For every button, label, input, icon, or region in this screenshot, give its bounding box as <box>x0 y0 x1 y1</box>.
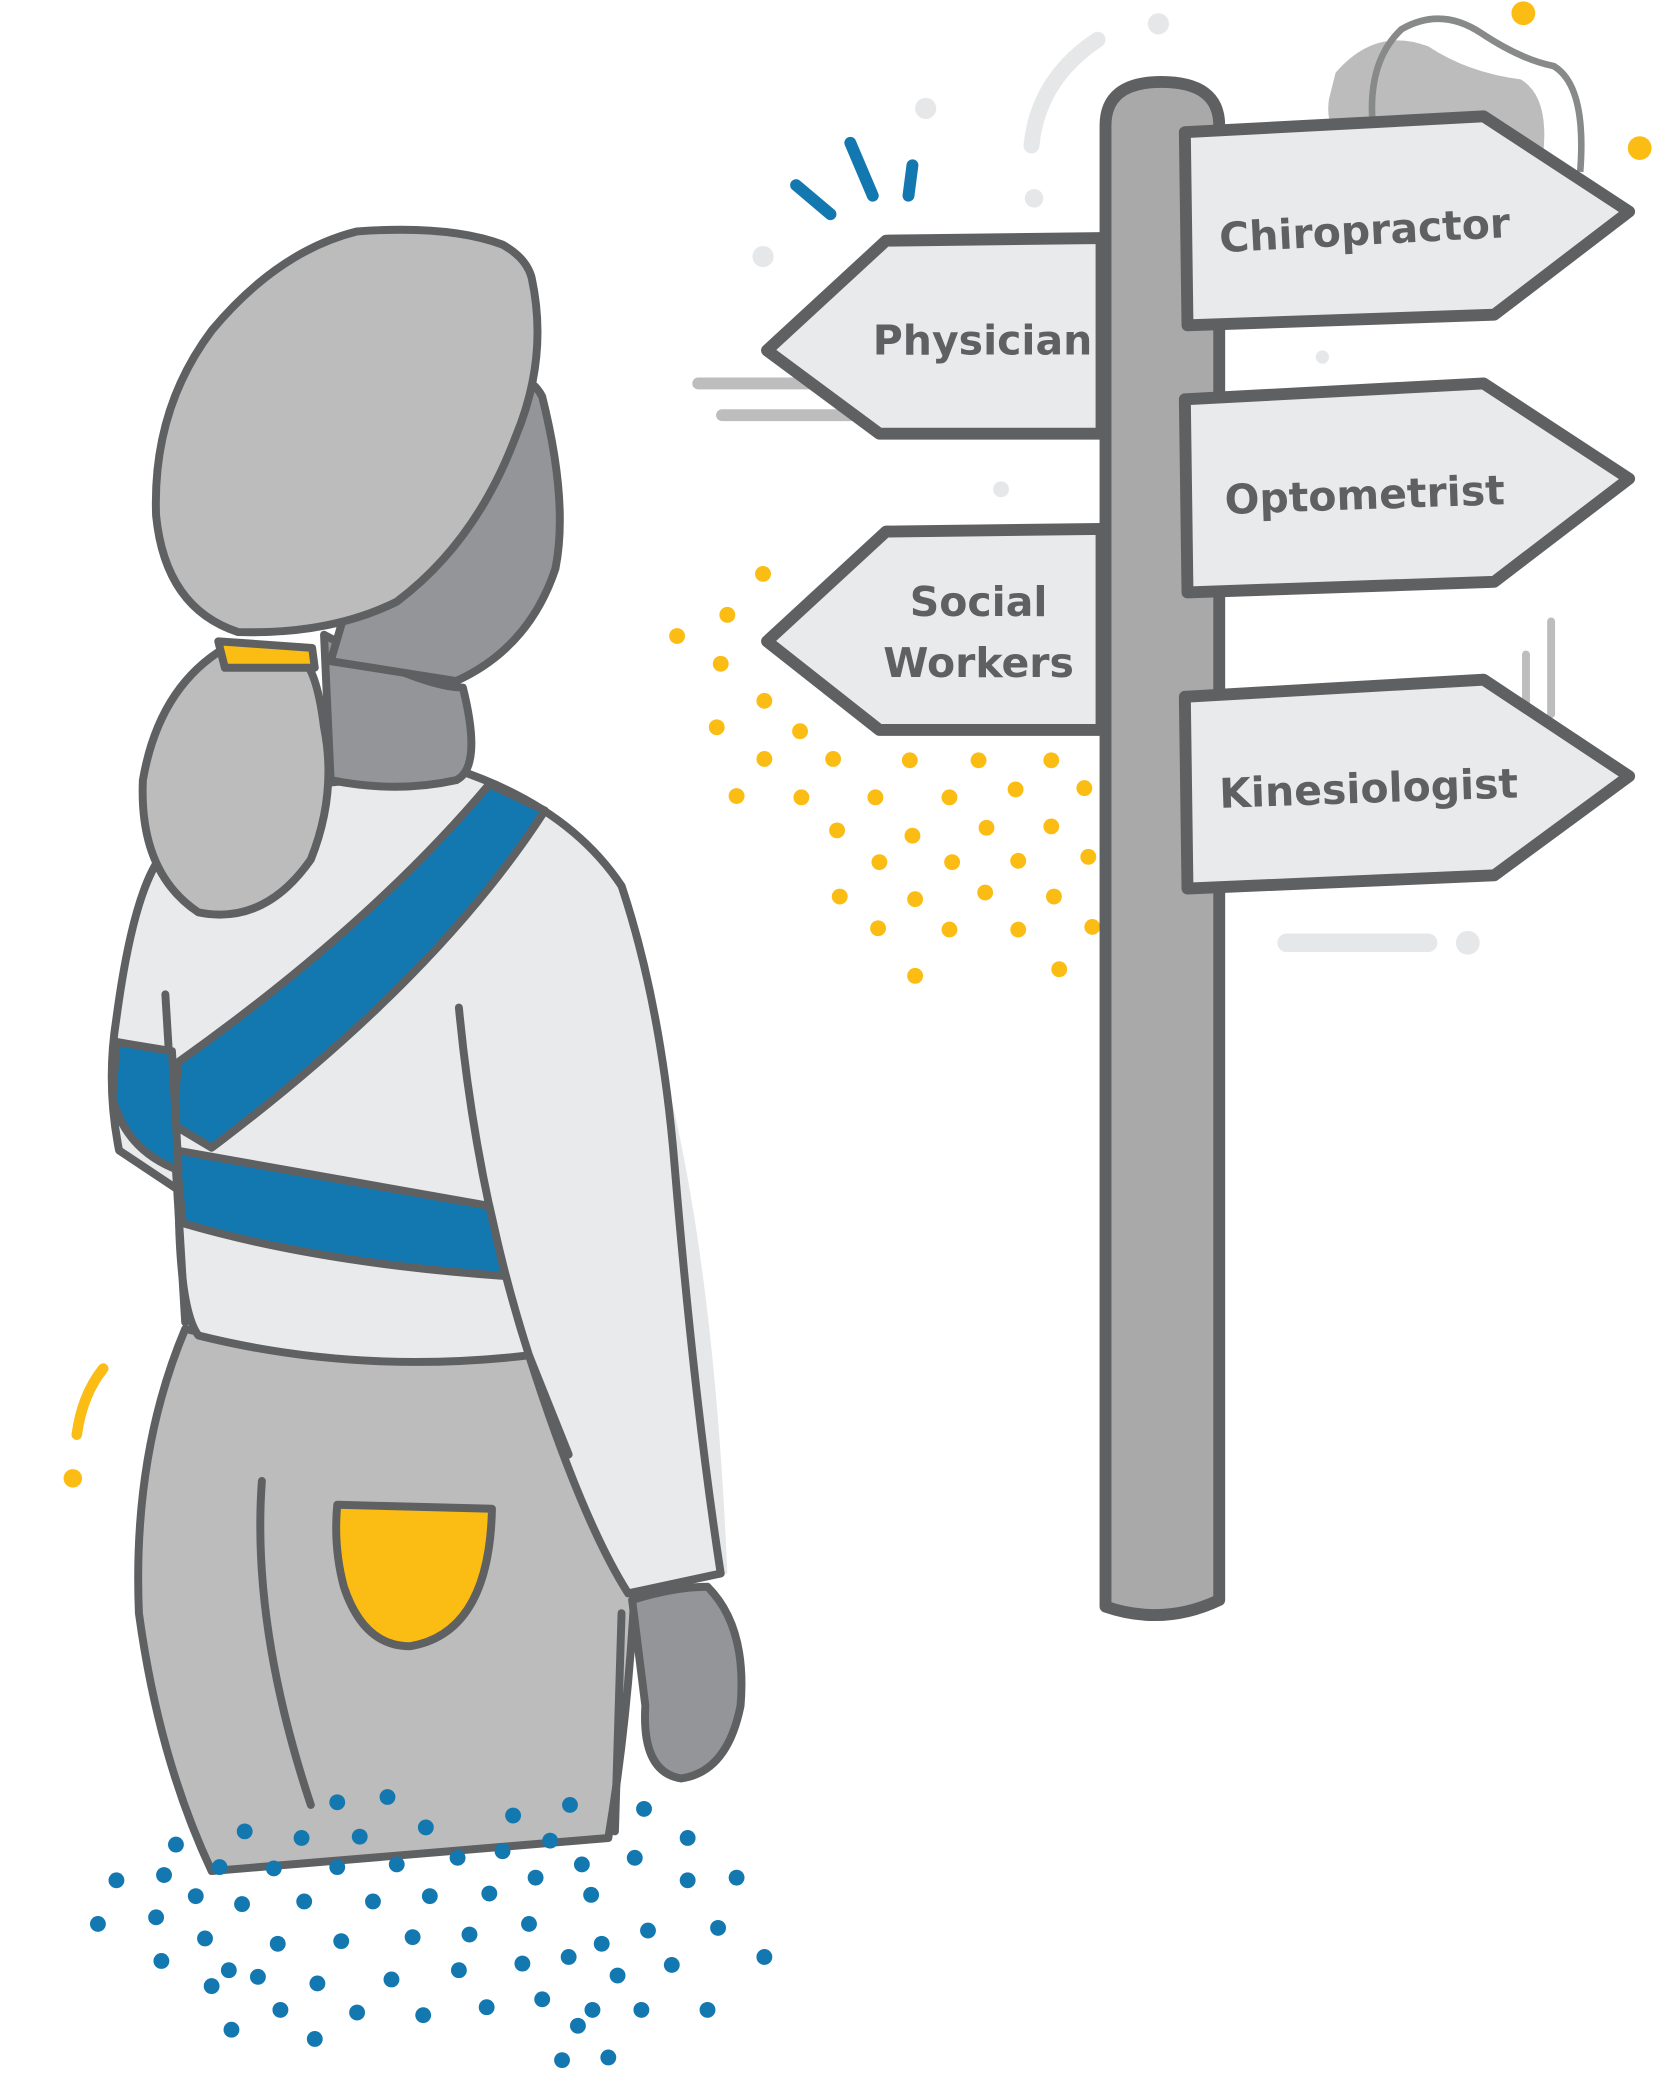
sign-label-optometrist: Optometrist <box>1224 466 1506 524</box>
person <box>107 225 746 1876</box>
deco-dot <box>1147 13 1169 35</box>
bag-strap-side <box>108 1037 183 1175</box>
back-pocket <box>332 1500 496 1651</box>
yellow-dot <box>1511 1 1536 26</box>
hand <box>628 1582 746 1783</box>
sign-physician: Physician <box>761 232 1108 440</box>
sign-label-social: Social <box>910 578 1048 626</box>
deco-dot <box>993 481 1009 498</box>
deco-blob-outline <box>1368 15 1585 173</box>
bag-strap <box>167 780 549 1152</box>
yellow-dot-cluster <box>669 565 1101 984</box>
pants-seam <box>610 1609 626 1836</box>
sign-label-workers: Workers <box>883 639 1074 687</box>
ponytail <box>138 643 333 919</box>
sign-chiropractor: Chiropractor <box>1178 110 1636 332</box>
blue-dot-cluster <box>89 1789 773 2069</box>
burst-line <box>902 159 919 202</box>
motion-arc <box>71 1363 109 1440</box>
burst-line <box>844 136 879 202</box>
sign-kinesiologist: Kinesiologist <box>1178 673 1636 895</box>
deco-arc <box>1023 31 1106 154</box>
sign-label-kinesiologist: Kinesiologist <box>1218 759 1518 817</box>
yellow-dot <box>1627 136 1652 160</box>
shirt-fold <box>454 1003 573 1459</box>
burst-line <box>790 179 837 221</box>
pants-seam <box>256 1477 315 1809</box>
deco-dot <box>752 245 774 268</box>
yellow-dot <box>63 1469 83 1488</box>
deco-dot <box>1315 350 1329 364</box>
sign-social-workers: Social Workers <box>761 522 1108 736</box>
bag-strap-waist <box>171 1146 510 1280</box>
deco-dot <box>1024 189 1044 208</box>
deco-dot <box>1455 930 1480 955</box>
hair-tie <box>214 637 319 672</box>
head <box>151 225 542 637</box>
sign-optometrist: Optometrist <box>1178 377 1636 599</box>
sign-label-physician: Physician <box>873 316 1093 364</box>
deco-dot <box>915 97 937 120</box>
